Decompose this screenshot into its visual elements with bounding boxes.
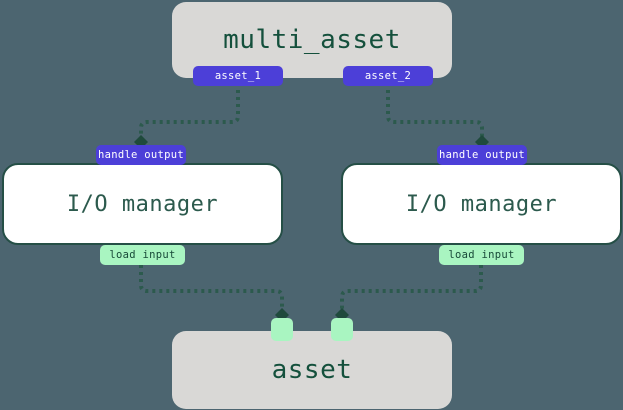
edge-load-input-left-to-asset-port-a	[139, 265, 284, 310]
node-io-manager-right-label: I/O manager	[405, 191, 558, 217]
node-io-manager-right[interactable]: I/O manager	[341, 163, 622, 245]
port-handle-output-left[interactable]: handle output	[96, 145, 186, 165]
node-io-manager-left[interactable]: I/O manager	[2, 163, 283, 245]
node-multi-asset-label: multi_asset	[223, 25, 401, 55]
port-asset-1[interactable]: asset_1	[193, 66, 283, 86]
port-asset-2[interactable]: asset_2	[343, 66, 433, 86]
edge-asset2-to-handle-output-right	[386, 90, 484, 138]
port-load-input-right[interactable]: load input	[439, 245, 524, 265]
port-asset-input-b[interactable]	[331, 318, 353, 341]
port-load-input-left[interactable]: load input	[100, 245, 185, 265]
edge-asset1-to-handle-output-left	[139, 90, 240, 138]
port-asset-input-a[interactable]	[271, 318, 293, 341]
port-handle-output-right[interactable]: handle output	[437, 145, 527, 165]
node-io-manager-left-label: I/O manager	[66, 191, 219, 217]
node-multi-asset[interactable]: multi_asset	[172, 2, 452, 78]
edge-load-input-right-to-asset-port-b	[340, 265, 483, 310]
node-asset[interactable]: asset	[172, 331, 452, 409]
node-asset-label: asset	[271, 355, 353, 385]
